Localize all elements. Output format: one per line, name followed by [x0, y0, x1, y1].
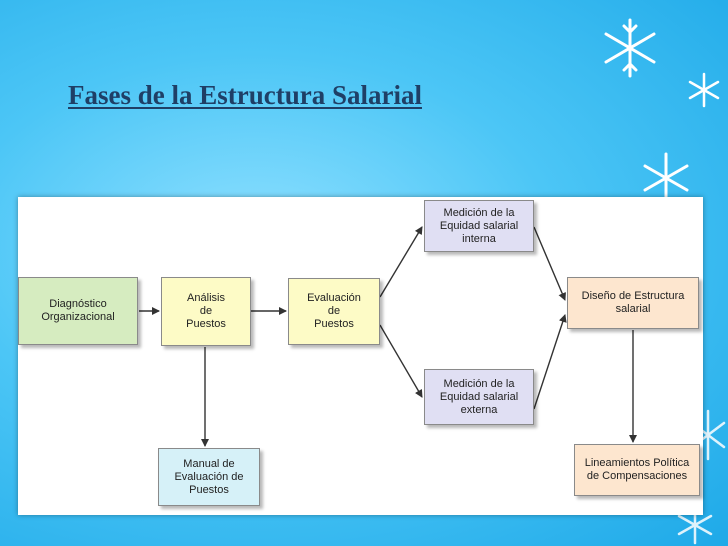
node-diagnostico: Diagnóstico Organizacional: [18, 277, 138, 345]
node-diseno: Diseño de Estructura salarial: [567, 277, 699, 329]
node-manual: Manual de Evaluación de Puestos: [158, 448, 260, 506]
arrow-evaluacion-externa: [379, 324, 423, 398]
node-equidad-externa: Medición de la Equidad salarial externa: [424, 369, 534, 425]
snowflake-icon: [688, 72, 720, 108]
node-equidad-interna: Medición de la Equidad salarial interna: [424, 200, 534, 252]
node-evaluacion: Evaluación de Puestos: [288, 278, 380, 345]
diagram-panel: Diagnóstico Organizacional Análisis de P…: [18, 197, 703, 515]
arrow-interna-diseno: [533, 226, 566, 301]
arrow-externa-diseno: [533, 314, 567, 410]
node-lineamientos: Lineamientos Política de Compensaciones: [574, 444, 700, 496]
arrow-evaluacion-interna: [379, 226, 423, 298]
node-analisis: Análisis de Puestos: [161, 277, 251, 346]
slide-title: Fases de la Estructura Salarial: [68, 80, 422, 110]
flow-arrows: [139, 226, 637, 447]
snowflake-icon: [604, 18, 656, 78]
snowflake-icon: [643, 152, 689, 204]
